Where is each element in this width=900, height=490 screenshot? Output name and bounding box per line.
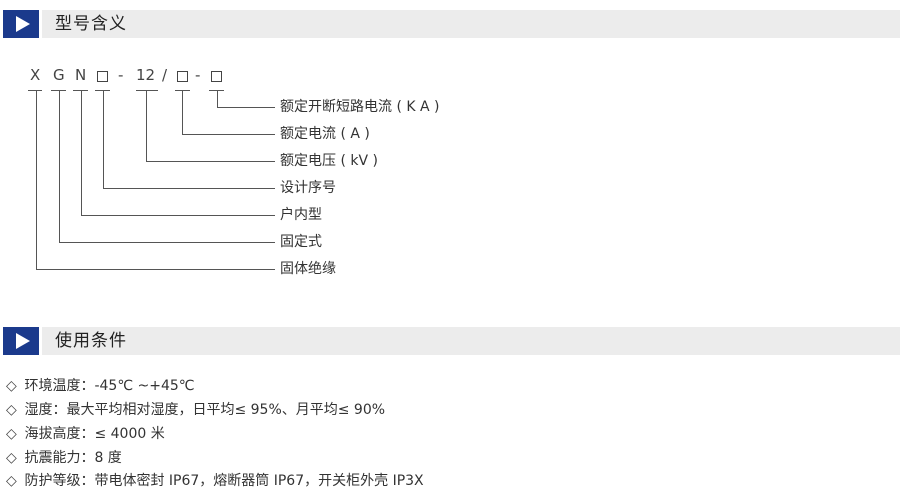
meaning-breaking-current: 额定开断短路电流 ( K A ) <box>280 99 440 115</box>
meaning-design-number: 设计序号 <box>280 180 336 196</box>
condition-item: ◇ 抗震能力：8 度 <box>6 449 122 467</box>
placeholder-box <box>177 71 188 82</box>
underline <box>28 90 42 91</box>
condition-text: 环境温度：-45℃ ~+45℃ <box>24 378 195 394</box>
meaning-rated-current: 额定电流 ( A ) <box>280 126 370 142</box>
connector-line <box>146 90 147 161</box>
connector-line <box>81 215 275 216</box>
diamond-bullet-icon: ◇ <box>6 378 17 394</box>
connector-line <box>36 90 37 269</box>
connector-line <box>103 90 104 188</box>
code-char-x: X <box>30 66 41 84</box>
connector-line <box>217 90 218 107</box>
section-title: 使用条件 <box>55 331 127 351</box>
underline <box>95 90 110 91</box>
section-header-conditions: 使用条件 <box>0 327 900 355</box>
play-arrow-icon <box>3 327 39 355</box>
placeholder-box <box>97 71 108 82</box>
underline <box>51 90 66 91</box>
condition-item: ◇ 环境温度：-45℃ ~+45℃ <box>6 377 195 395</box>
diamond-bullet-icon: ◇ <box>6 473 17 489</box>
section-header-model: 型号含义 <box>0 10 900 38</box>
connector-line <box>217 107 275 108</box>
condition-text: 湿度：最大平均相对湿度，日平均≤ 95%、月平均≤ 90% <box>24 402 386 418</box>
condition-text: 抗震能力：8 度 <box>24 450 122 466</box>
connector-line <box>59 242 275 243</box>
connector-line <box>103 188 275 189</box>
connector-line <box>36 269 275 270</box>
underline <box>209 90 224 91</box>
section-title: 型号含义 <box>55 14 127 34</box>
code-char-dash: - <box>195 66 201 84</box>
condition-text: 海拔高度：≤ 4000 米 <box>24 426 165 442</box>
diamond-bullet-icon: ◇ <box>6 402 17 418</box>
diamond-bullet-icon: ◇ <box>6 450 17 466</box>
placeholder-box <box>211 71 222 82</box>
connector-line <box>182 134 275 135</box>
code-char-dash: - <box>118 66 124 84</box>
condition-text: 防护等级：带电体密封 IP67，熔断器筒 IP67，开关柜外壳 IP3X <box>24 473 424 489</box>
meaning-solid-insulation: 固体绝缘 <box>280 261 336 277</box>
connector-line <box>146 161 275 162</box>
diamond-bullet-icon: ◇ <box>6 426 17 442</box>
code-char-slash: / <box>162 66 168 84</box>
code-char-12: 12 <box>136 66 156 84</box>
meaning-indoor-type: 户内型 <box>280 207 322 223</box>
connector-line <box>59 90 60 242</box>
header-bar <box>42 10 900 38</box>
play-arrow-icon <box>3 10 39 38</box>
meaning-rated-voltage: 额定电压 ( kV ) <box>280 153 378 169</box>
condition-item: ◇ 防护等级：带电体密封 IP67，熔断器筒 IP67，开关柜外壳 IP3X <box>6 472 424 490</box>
underline <box>136 90 158 91</box>
underline <box>73 90 88 91</box>
header-bar <box>42 327 900 355</box>
condition-item: ◇ 湿度：最大平均相对湿度，日平均≤ 95%、月平均≤ 90% <box>6 401 385 419</box>
condition-item: ◇ 海拔高度：≤ 4000 米 <box>6 425 165 443</box>
code-char-g: G <box>53 66 65 84</box>
connector-line <box>81 90 82 215</box>
connector-line <box>182 90 183 134</box>
code-char-n: N <box>75 66 87 84</box>
meaning-fixed-type: 固定式 <box>280 234 322 250</box>
